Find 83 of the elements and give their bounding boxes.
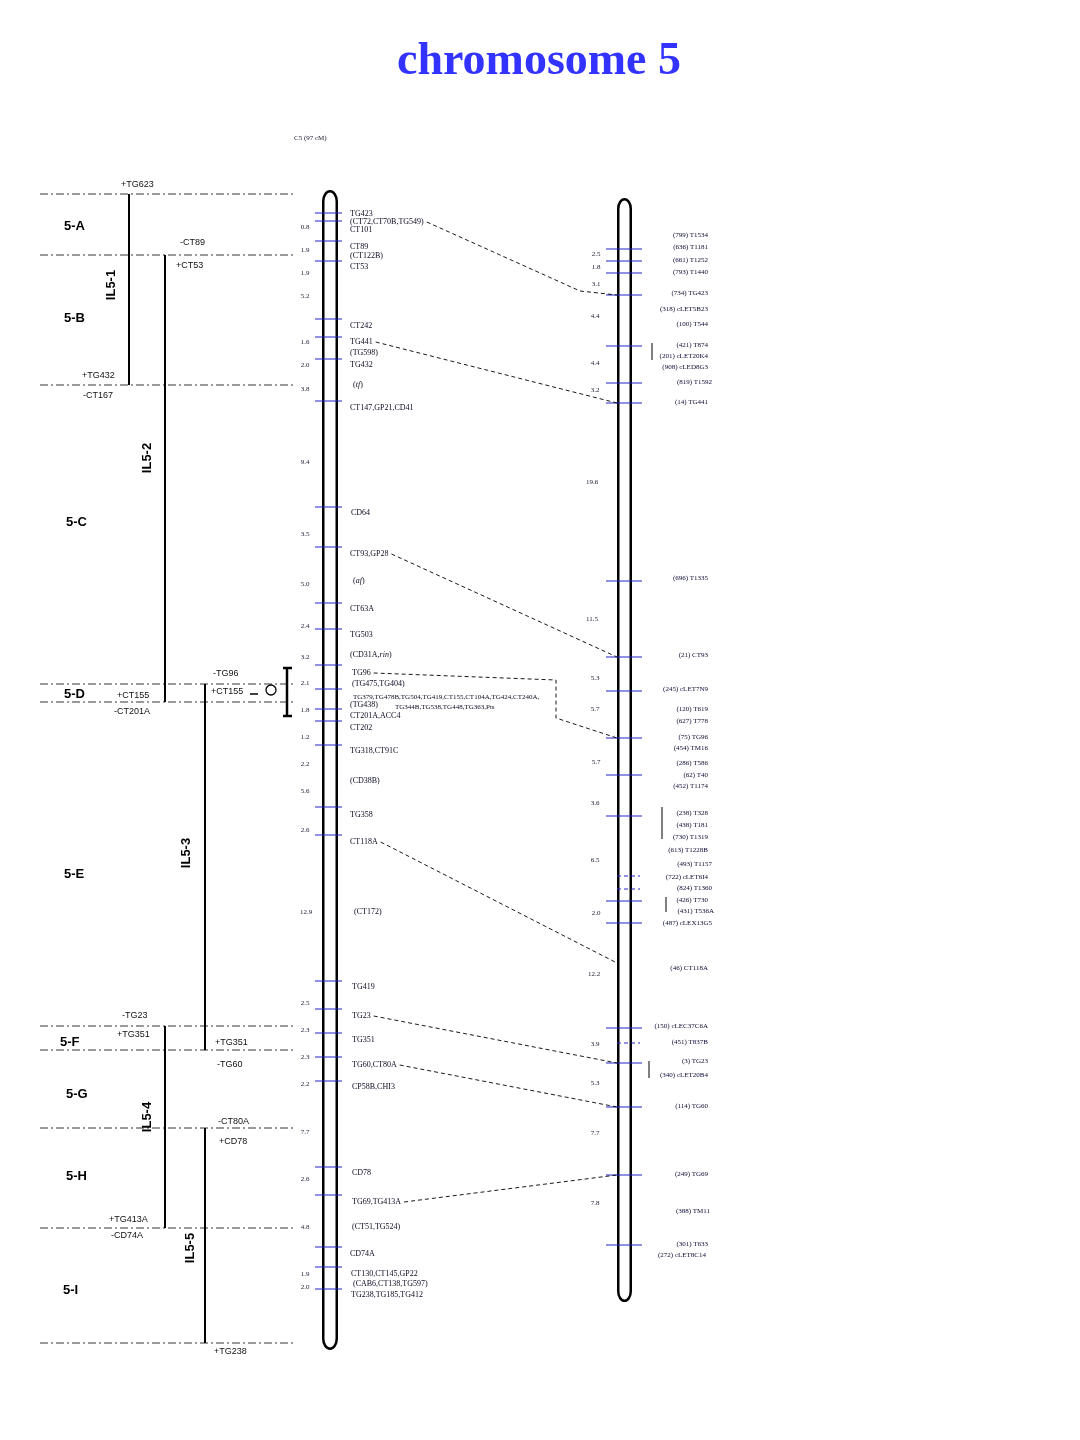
marker-label: (CD38B) <box>350 777 380 785</box>
marker-label: TG351 <box>352 1036 375 1044</box>
marker-label: +CD78 <box>219 1136 248 1146</box>
bin-label: 5-B <box>64 310 85 324</box>
connector-line <box>426 221 618 296</box>
marker-label: (CD31A,rin) <box>350 651 392 659</box>
marker-label: -CT167 <box>83 390 113 400</box>
connector-line <box>403 1174 618 1203</box>
marker-label: CT53 <box>350 263 369 271</box>
introgression-line-label: IL5-5 <box>182 1232 196 1264</box>
marker-label: CT118A <box>350 838 378 846</box>
marker-label: (CAB6,CT138,TG597) <box>353 1280 428 1288</box>
marker-label: +TG238 <box>214 1346 247 1356</box>
marker-label: +CT53 <box>176 260 204 270</box>
marker-label: CD74A <box>350 1250 375 1258</box>
marker-label: +TG432 <box>82 370 115 380</box>
marker-label: (CT172) <box>354 908 382 916</box>
bin-label: 5-D <box>64 686 85 700</box>
connector-line <box>375 341 618 404</box>
marker-label: -TG60 <box>217 1059 243 1069</box>
marker-label: CT202 <box>350 724 373 732</box>
marker-label: CT147,GP21,CD41 <box>350 404 414 412</box>
marker-label: (CT72,CT70B,TG549) <box>350 218 424 226</box>
marker-label: TG423 <box>350 210 373 218</box>
introgression-line-label: IL5-3 <box>178 837 192 869</box>
marker-label: TG503 <box>350 631 373 639</box>
bin-label: 5-F <box>60 1034 80 1048</box>
marker-label: TG23 <box>352 1012 371 1020</box>
marker-label: CT89 <box>350 243 369 251</box>
marker-label: CT63A <box>350 605 374 613</box>
marker-label: -TG23 <box>122 1010 148 1020</box>
marker-label: TG60,CT80A <box>352 1061 397 1069</box>
marker-label: (TG438) <box>350 701 378 709</box>
bin-label: 5-C <box>66 514 87 528</box>
marker-label: TG96 <box>352 669 371 677</box>
marker-label: (af) <box>353 577 365 585</box>
marker-label: TG238,TG185,TG412 <box>351 1291 423 1299</box>
connector-line <box>380 841 618 964</box>
marker-label: CD64 <box>351 509 371 517</box>
marker-label: CT201A,ACC4 <box>350 712 401 720</box>
bin-label: 5-A <box>64 218 85 232</box>
marker-label: TG419 <box>352 983 375 991</box>
introgression-line-label: IL5-1 <box>103 269 117 301</box>
marker-label: +TG351 <box>117 1029 150 1039</box>
connector-line <box>399 1064 618 1108</box>
marker-label: (TG598) <box>350 349 378 357</box>
marker-label: CD78 <box>352 1169 372 1177</box>
marker-label: CT101 <box>350 226 373 234</box>
marker-label: CP58B,CHI3 <box>352 1083 395 1091</box>
marker-label: +CT155 <box>117 690 150 700</box>
marker-label: -CT80A <box>218 1116 249 1126</box>
bin-label: 5-G <box>66 1086 88 1100</box>
connector-line <box>373 1015 618 1064</box>
introgression-line-label: IL5-2 <box>139 442 153 474</box>
marker-label: (CT51,TG524) <box>352 1223 401 1231</box>
marker-label: (tf) <box>353 381 363 389</box>
marker-label: -CD74A <box>111 1230 143 1240</box>
marker-label: TG318,CT91C <box>350 747 399 755</box>
bin-label: 5-E <box>64 866 85 880</box>
marker-label: TG441 <box>350 338 373 346</box>
marker-label: +CT155 <box>211 686 244 696</box>
marker-label: CT242 <box>350 322 373 330</box>
marker-label: +TG413A <box>109 1214 148 1224</box>
marker-label: CT93,GP28 <box>350 550 389 558</box>
diagram-title: chromosome 5 <box>397 36 682 82</box>
marker-label: -CT89 <box>180 237 205 247</box>
marker-label: TG358 <box>350 811 373 819</box>
marker-label: (CT122B) <box>350 252 383 260</box>
marker-label: -CT201A <box>114 706 150 716</box>
bin-label: 5-I <box>63 1282 79 1296</box>
bin-label: 5-H <box>66 1168 87 1182</box>
connector-line <box>391 553 618 658</box>
marker-label: +TG623 <box>121 179 154 189</box>
marker-label: -TG96 <box>213 668 239 678</box>
marker-label: +TG351 <box>215 1037 248 1047</box>
introgression-line-label: IL5-4 <box>139 1101 153 1133</box>
connector-line <box>373 672 618 739</box>
marker-label: TG432 <box>350 361 373 369</box>
chromosome-bar <box>322 190 338 1350</box>
marker-label: (TG475,TG404) <box>352 680 405 688</box>
marker-label: CT130,CT145,GP22 <box>351 1270 418 1278</box>
chromosome-bar <box>617 198 632 1302</box>
marker-label: TG69,TG413A <box>352 1198 402 1206</box>
